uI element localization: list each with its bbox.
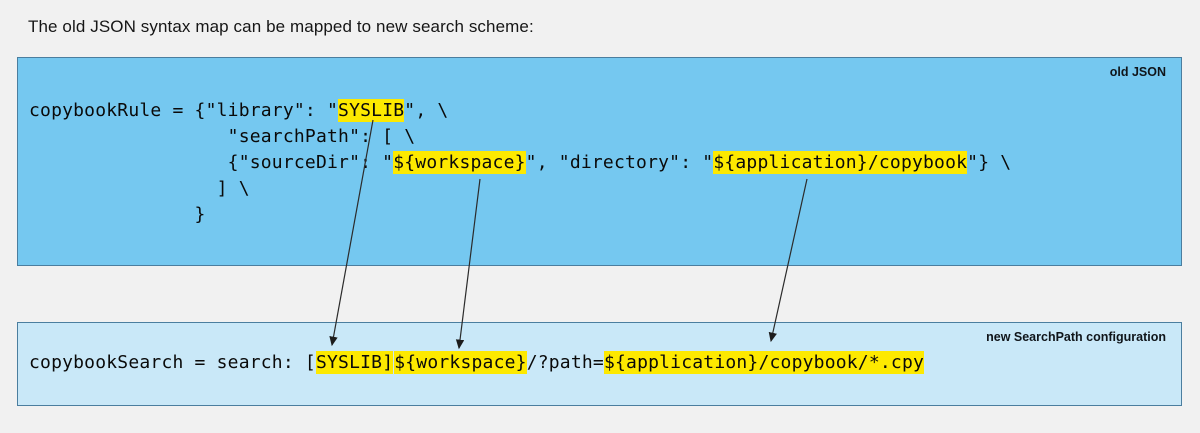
- old-json-box-label: old JSON: [1109, 65, 1166, 79]
- code-line: copybookRule = {"library": "SYSLIB", \: [29, 98, 1011, 124]
- code-segment: "} \: [967, 152, 1012, 173]
- code-line: {"sourceDir": "${workspace}", "directory…: [29, 150, 1011, 176]
- highlighted-token: SYSLIB]: [315, 351, 394, 374]
- code-segment: "searchPath": [ \: [29, 126, 416, 147]
- code-segment: }: [29, 204, 206, 225]
- highlighted-token: ${application}/copybook/*.cpy: [603, 351, 925, 374]
- code-segment: /?path=: [526, 352, 604, 373]
- highlighted-token: SYSLIB: [338, 99, 405, 122]
- new-searchpath-box: new SearchPath configuration copybookSea…: [17, 322, 1182, 406]
- code-segment: copybookSearch = search: [: [29, 352, 316, 373]
- old-json-code: copybookRule = {"library": "SYSLIB", \ "…: [29, 98, 1011, 228]
- code-segment: ", "directory": ": [525, 152, 714, 173]
- code-segment: copybookRule = {"library": ": [29, 100, 339, 121]
- code-line: }: [29, 202, 1011, 228]
- new-searchpath-box-label: new SearchPath configuration: [986, 330, 1166, 344]
- new-searchpath-code: copybookSearch = search: [SYSLIB]${works…: [29, 350, 925, 376]
- code-segment: ", \: [404, 100, 449, 121]
- code-segment: ] \: [29, 178, 250, 199]
- code-segment: {"sourceDir": ": [29, 152, 394, 173]
- code-line: ] \: [29, 176, 1011, 202]
- code-line: "searchPath": [ \: [29, 124, 1011, 150]
- old-json-box: old JSON copybookRule = {"library": "SYS…: [17, 57, 1182, 266]
- page-title: The old JSON syntax map can be mapped to…: [28, 17, 534, 36]
- highlighted-token: ${application}/copybook: [713, 151, 968, 174]
- highlighted-token: ${workspace}: [394, 351, 527, 374]
- code-line: copybookSearch = search: [SYSLIB]${works…: [29, 350, 925, 376]
- highlighted-token: ${workspace}: [393, 151, 526, 174]
